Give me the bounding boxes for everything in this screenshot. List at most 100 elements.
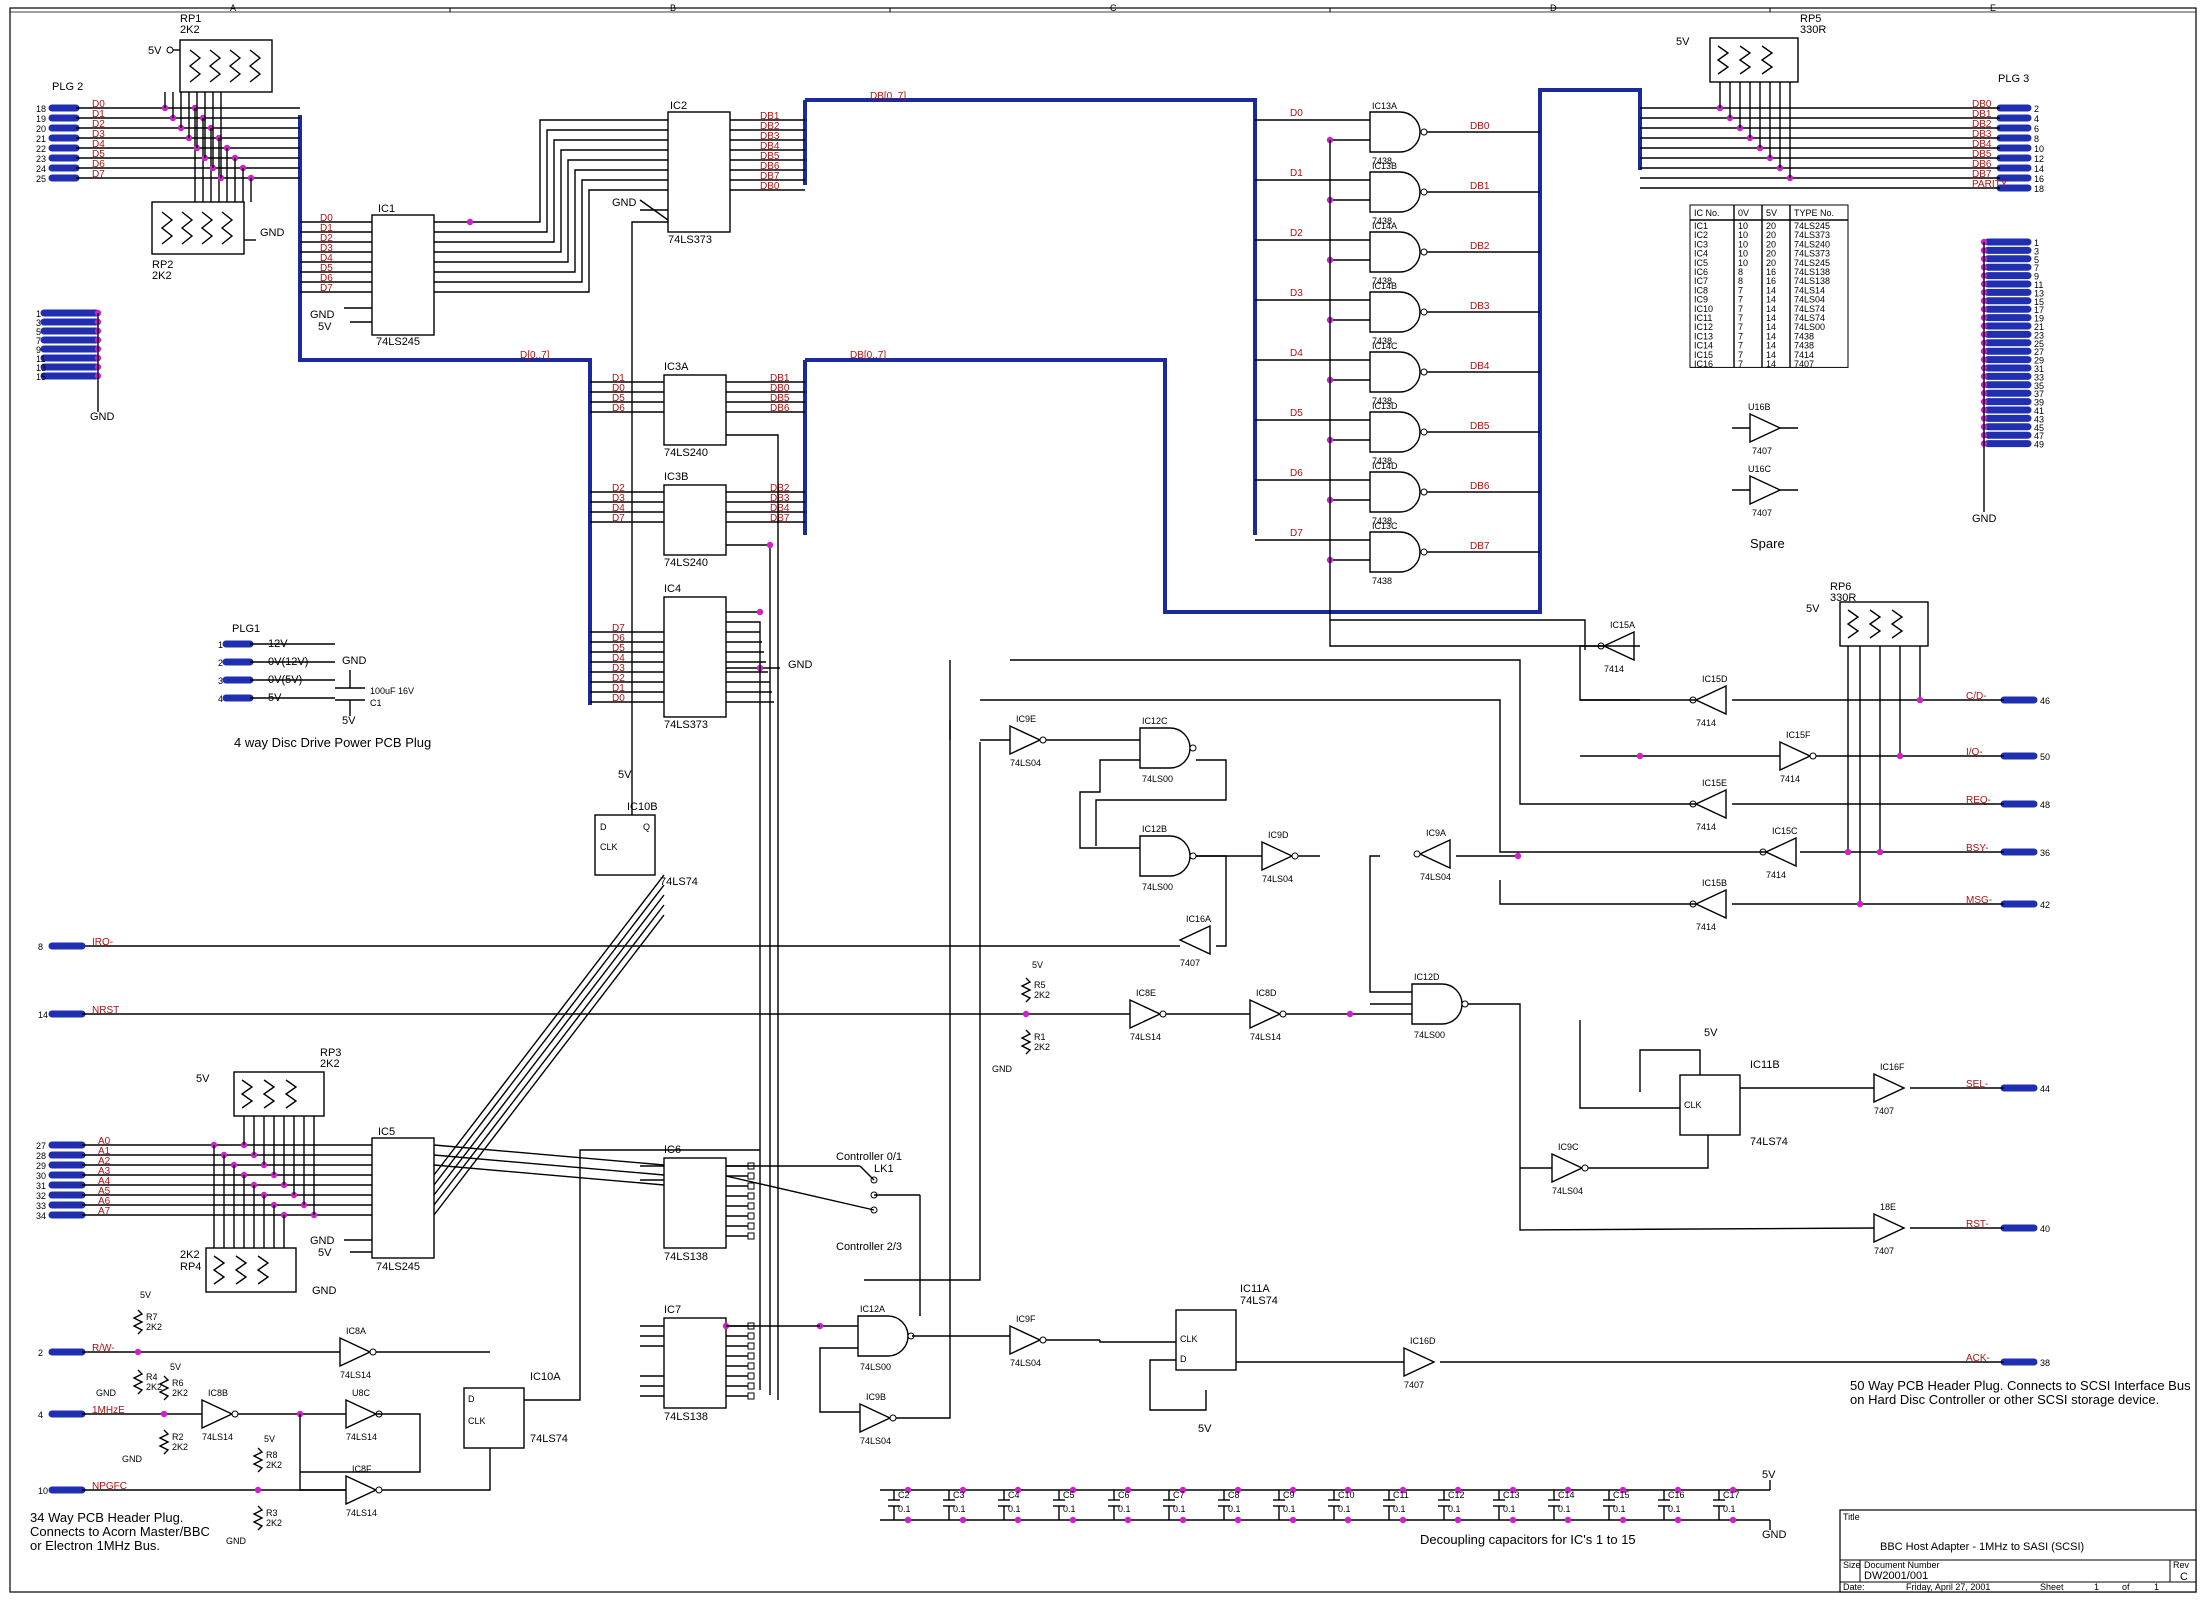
gate-type: 74LS04 <box>1420 872 1451 882</box>
inverter-gate-icon <box>859 1402 892 1434</box>
inverter-bubble-icon <box>1581 1164 1589 1172</box>
resistor-value: 2K2 <box>146 1322 162 1332</box>
plg2-pin-number: 18 <box>36 104 46 114</box>
gate-type: 7407 <box>1180 958 1200 968</box>
rp1-value: 2K2 <box>180 24 200 36</box>
gate-ref: IC15D <box>1702 674 1728 684</box>
bbc-note-3: or Electron 1MHz Bus. <box>30 1538 160 1553</box>
ic1-input-net: D1 <box>320 223 333 234</box>
plg2-gnd-pin: 7 <box>36 336 41 346</box>
nand-type: 7438 <box>1372 216 1392 226</box>
r4-gnd: GND <box>96 1388 117 1398</box>
table-cell: IC4 <box>1694 249 1708 259</box>
ic10a-ref: IC10A <box>530 1371 561 1383</box>
cap-value: 0.1 <box>1558 1504 1571 1514</box>
table-cell: IC7 <box>1694 276 1708 286</box>
bbc-net-label: 1MHzE <box>92 1405 125 1416</box>
table-cell: IC3 <box>1694 239 1708 249</box>
wire <box>470 149 668 253</box>
inverter-bubble-icon <box>1291 852 1299 860</box>
plg3-gnd-pin: 47 <box>2034 431 2044 441</box>
junction-dot <box>1179 1486 1187 1494</box>
plg3-gnd-pin: 7 <box>2034 263 2039 273</box>
resistor-value: 2K2 <box>1034 1042 1050 1052</box>
gate-ref: IC15C <box>1772 826 1798 836</box>
cap-ref: C4 <box>1008 1490 1020 1500</box>
wire <box>1468 1003 1875 1231</box>
spare-label: Spare <box>1750 536 1785 551</box>
wire <box>433 894 665 1196</box>
table-cell: 7438 <box>1794 341 1814 351</box>
gate-type: 74LS00 <box>1414 1030 1445 1040</box>
wire <box>433 1164 665 1186</box>
cap-ref: C9 <box>1283 1490 1295 1500</box>
plg2-net-label: D3 <box>92 129 105 140</box>
plg3-net-label: DB0 <box>1972 99 1992 110</box>
ic2-ref: IC2 <box>670 100 687 112</box>
plg3-gnd-pin: 27 <box>2034 347 2044 357</box>
nand-input-net: D6 <box>1290 468 1303 479</box>
plg3-gnd-pin: 15 <box>2034 297 2044 307</box>
wire <box>470 139 668 243</box>
gate-ref: IC8B <box>208 1388 228 1398</box>
nand-type: 7438 <box>1372 336 1392 346</box>
ic2-output-net: DB3 <box>760 131 780 142</box>
wire <box>726 621 761 1390</box>
addr-pin-number: 27 <box>36 1141 46 1151</box>
no-connect-icon <box>747 1182 755 1190</box>
rev-value: C <box>2180 1571 2188 1583</box>
resistor-ref: R3 <box>266 1508 278 1518</box>
table-cell: 74LS373 <box>1794 230 1830 240</box>
no-connect-icon <box>747 1352 755 1360</box>
cap-value: 0.1 <box>1283 1504 1296 1514</box>
table-cell: 14 <box>1766 322 1776 332</box>
nand-output-net: DB7 <box>1470 541 1490 552</box>
ic3b-input-net: D2 <box>612 483 625 494</box>
wire <box>1499 880 1696 905</box>
gate-type: 74LS04 <box>1010 1358 1041 1368</box>
rp4-gnd: GND <box>312 1285 337 1297</box>
plg2-gnd-pin: 1 <box>36 309 41 319</box>
c1-5v: 5V <box>342 715 356 727</box>
nand-gate-icon <box>857 1315 909 1357</box>
junction-dot <box>766 541 774 549</box>
gate-type: 7407 <box>1404 1380 1424 1390</box>
plg3-gnd-pin: 41 <box>2034 406 2044 416</box>
resistor-icon <box>132 1309 144 1335</box>
ic2-output-net: DB1 <box>760 111 780 122</box>
table-cell: 14 <box>1766 313 1776 323</box>
plg3-gnd-pin: 37 <box>2034 389 2044 399</box>
table-cell: 20 <box>1766 221 1776 231</box>
resistor-icon <box>132 1369 144 1395</box>
ic4-input-net: D4 <box>612 653 625 664</box>
nand-ref: IC13D <box>1372 401 1398 411</box>
inverter-bubble-icon <box>1039 736 1047 744</box>
gate-ref: IC16F <box>1880 1062 1905 1072</box>
scsi-note-1: 50 Way PCB Header Plug. Connects to SCSI… <box>1850 1378 2191 1393</box>
gate-ref: IC9A <box>1426 828 1446 838</box>
no-connect-icon <box>747 1332 755 1340</box>
plg2-gnd-pin: 5 <box>36 327 41 337</box>
size-label: Size <box>1843 1560 1861 1570</box>
wire <box>1196 855 1227 947</box>
ic3b-output-net: DB2 <box>770 483 790 494</box>
bbc-note-1: 34 Way PCB Header Plug. <box>30 1510 183 1525</box>
cap-ref: C14 <box>1558 1490 1575 1500</box>
date-value: Friday, April 27, 2001 <box>1906 1582 1990 1592</box>
resistor-ref: R5 <box>1034 980 1046 990</box>
junction-dot <box>1014 1486 1022 1494</box>
ic3a-input-net: D1 <box>612 373 625 384</box>
plg2-ref: PLG 2 <box>52 81 83 93</box>
nand-ref: IC14C <box>1372 341 1398 351</box>
nand-ref: IC13B <box>1372 161 1397 171</box>
gate-ref: IC9F <box>1016 1314 1036 1324</box>
junction-dot <box>1124 1516 1132 1524</box>
table-cell: 10 <box>1738 239 1748 249</box>
ic7-ref: IC7 <box>664 1304 681 1316</box>
r3-gnd: GND <box>226 1536 247 1546</box>
rp6-value: 330R <box>1830 592 1856 604</box>
plg3-pin-number: 8 <box>2034 134 2039 144</box>
scsi-note-2: on Hard Disc Controller or other SCSI st… <box>1850 1392 2159 1407</box>
rev-label: Rev <box>2173 1560 2190 1570</box>
gate-ref: IC12B <box>1142 824 1167 834</box>
